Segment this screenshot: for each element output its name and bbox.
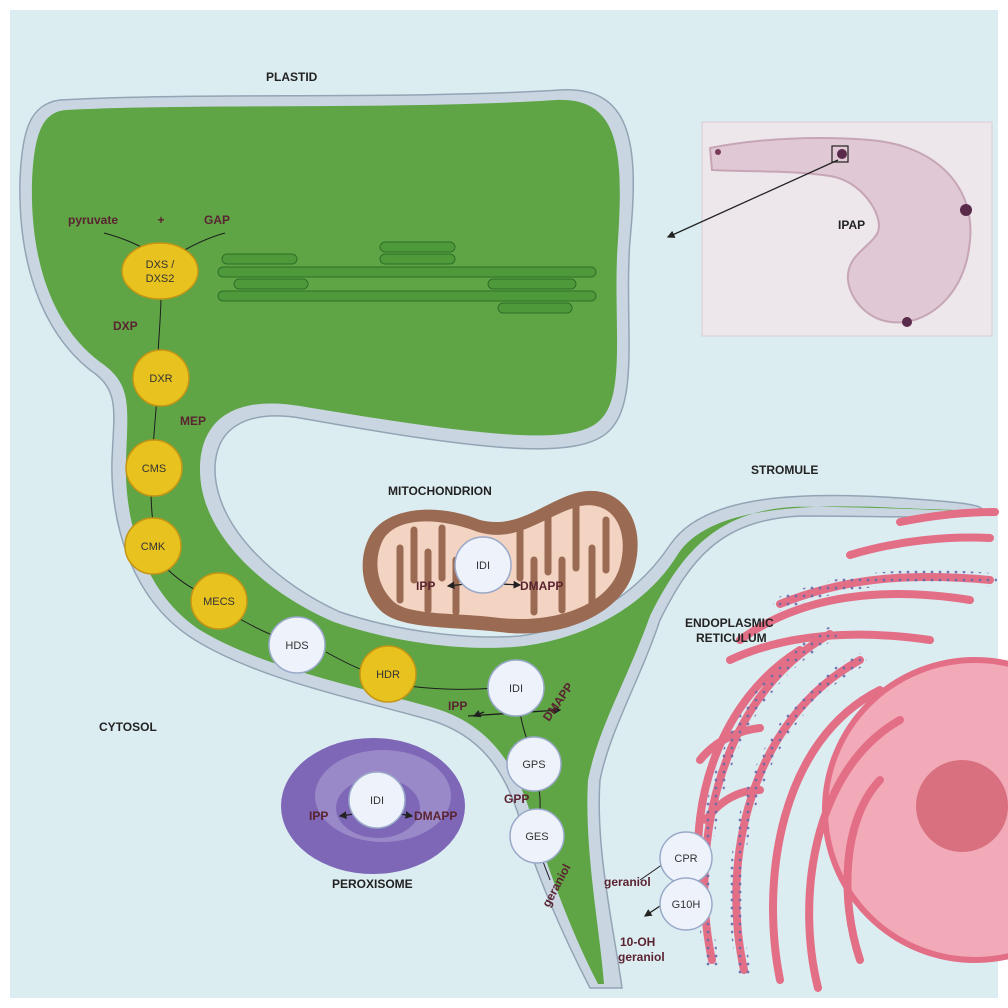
pyruvate-label: pyruvate: [68, 213, 118, 227]
stain-spot: [715, 149, 721, 155]
hydroxygeraniol-line2: geraniol: [618, 950, 665, 964]
enzyme-cpr: CPR: [659, 831, 713, 885]
ipp-peroxisome-label: IPP: [309, 809, 328, 823]
ipap-label: IPAP: [838, 218, 865, 232]
cristae: [396, 502, 610, 616]
enzyme-dxr: DXR: [132, 349, 190, 407]
stain-spot: [902, 317, 912, 327]
ipap-micrograph: IPAP: [666, 121, 993, 337]
thylakoid: [233, 278, 309, 290]
thylakoid: [379, 241, 456, 253]
stromule-label: STROMULE: [751, 463, 818, 477]
enzyme-mecs: MECS: [190, 572, 248, 630]
mecs-label: MECS: [203, 596, 235, 608]
plastid-label: PLASTID: [266, 70, 318, 84]
cpr-label: CPR: [674, 853, 697, 865]
geraniol-er-label: geraniol: [604, 875, 651, 889]
mitochondrion-label: MITOCHONDRION: [388, 484, 492, 498]
gpp-label: GPP: [504, 792, 529, 806]
thylakoid: [379, 253, 456, 265]
thylakoid: [221, 253, 298, 265]
enzyme-cms: CMS: [125, 439, 183, 497]
mep-label: MEP: [180, 414, 206, 428]
ipp-mito-label: IPP: [416, 579, 435, 593]
plastid-stroma: [31, 99, 964, 985]
ges-label: GES: [525, 831, 548, 843]
g10h-label: G10H: [672, 899, 701, 911]
enzyme-hdr: HDR: [359, 645, 417, 703]
cytosol-label: CYTOSOL: [99, 720, 157, 734]
hds-label: HDS: [285, 640, 308, 652]
cms-label: CMS: [142, 463, 166, 475]
idi-peroxisome-label: IDI: [370, 795, 384, 807]
peroxisome-label: PEROXISOME: [332, 877, 413, 891]
thylakoid: [487, 278, 577, 290]
zoom-box: [831, 145, 849, 163]
plus-sign: +: [157, 213, 164, 227]
thylakoid: [217, 290, 597, 302]
hydroxygeraniol-line1: 10-OH: [620, 935, 655, 949]
enzyme-hds: HDS: [268, 616, 326, 674]
enzyme-dxs: DXS / DXS2: [121, 242, 199, 300]
dxs-label-line2: DXS2: [146, 273, 175, 285]
hdr-label: HDR: [376, 669, 400, 681]
gps-label: GPS: [522, 759, 545, 771]
dmapp-mito-label: DMAPP: [520, 579, 563, 593]
tissue-section: [708, 137, 972, 324]
enzyme-gps: GPS: [506, 736, 562, 792]
enzyme-g10h: G10H: [659, 877, 713, 931]
er-label-line2: RETICULUM: [696, 631, 767, 645]
zoom-pointer: [666, 159, 839, 238]
dxr-label: DXR: [149, 373, 172, 385]
nucleolus: [916, 760, 1008, 852]
gap-label: GAP: [204, 213, 230, 227]
dmapp-peroxisome-label: DMAPP: [414, 809, 457, 823]
thylakoid-stacks: [217, 241, 597, 314]
er-label-line1: ENDOPLASMIC: [685, 616, 774, 630]
enzyme-ges: GES: [509, 808, 565, 864]
enzyme-cmk: CMK: [124, 517, 182, 575]
thylakoid: [497, 302, 573, 314]
enzyme-idi-mito: IDI: [454, 536, 512, 594]
idi-mito-label: IDI: [476, 560, 490, 572]
enzyme-idi-peroxisome: IDI: [348, 771, 406, 829]
thylakoid: [217, 266, 597, 278]
endoplasmic-reticulum: [694, 508, 1008, 992]
stain-spot: [960, 204, 972, 216]
cmk-label: CMK: [141, 541, 166, 553]
ipp-plastid-label: IPP: [448, 699, 467, 713]
dxp-label: DXP: [113, 319, 138, 333]
dxs-label-line1: DXS /: [146, 259, 176, 271]
enzyme-idi-plastid: IDI: [487, 659, 545, 717]
stain-spot: [837, 149, 847, 159]
idi-plastid-label: IDI: [509, 683, 523, 695]
